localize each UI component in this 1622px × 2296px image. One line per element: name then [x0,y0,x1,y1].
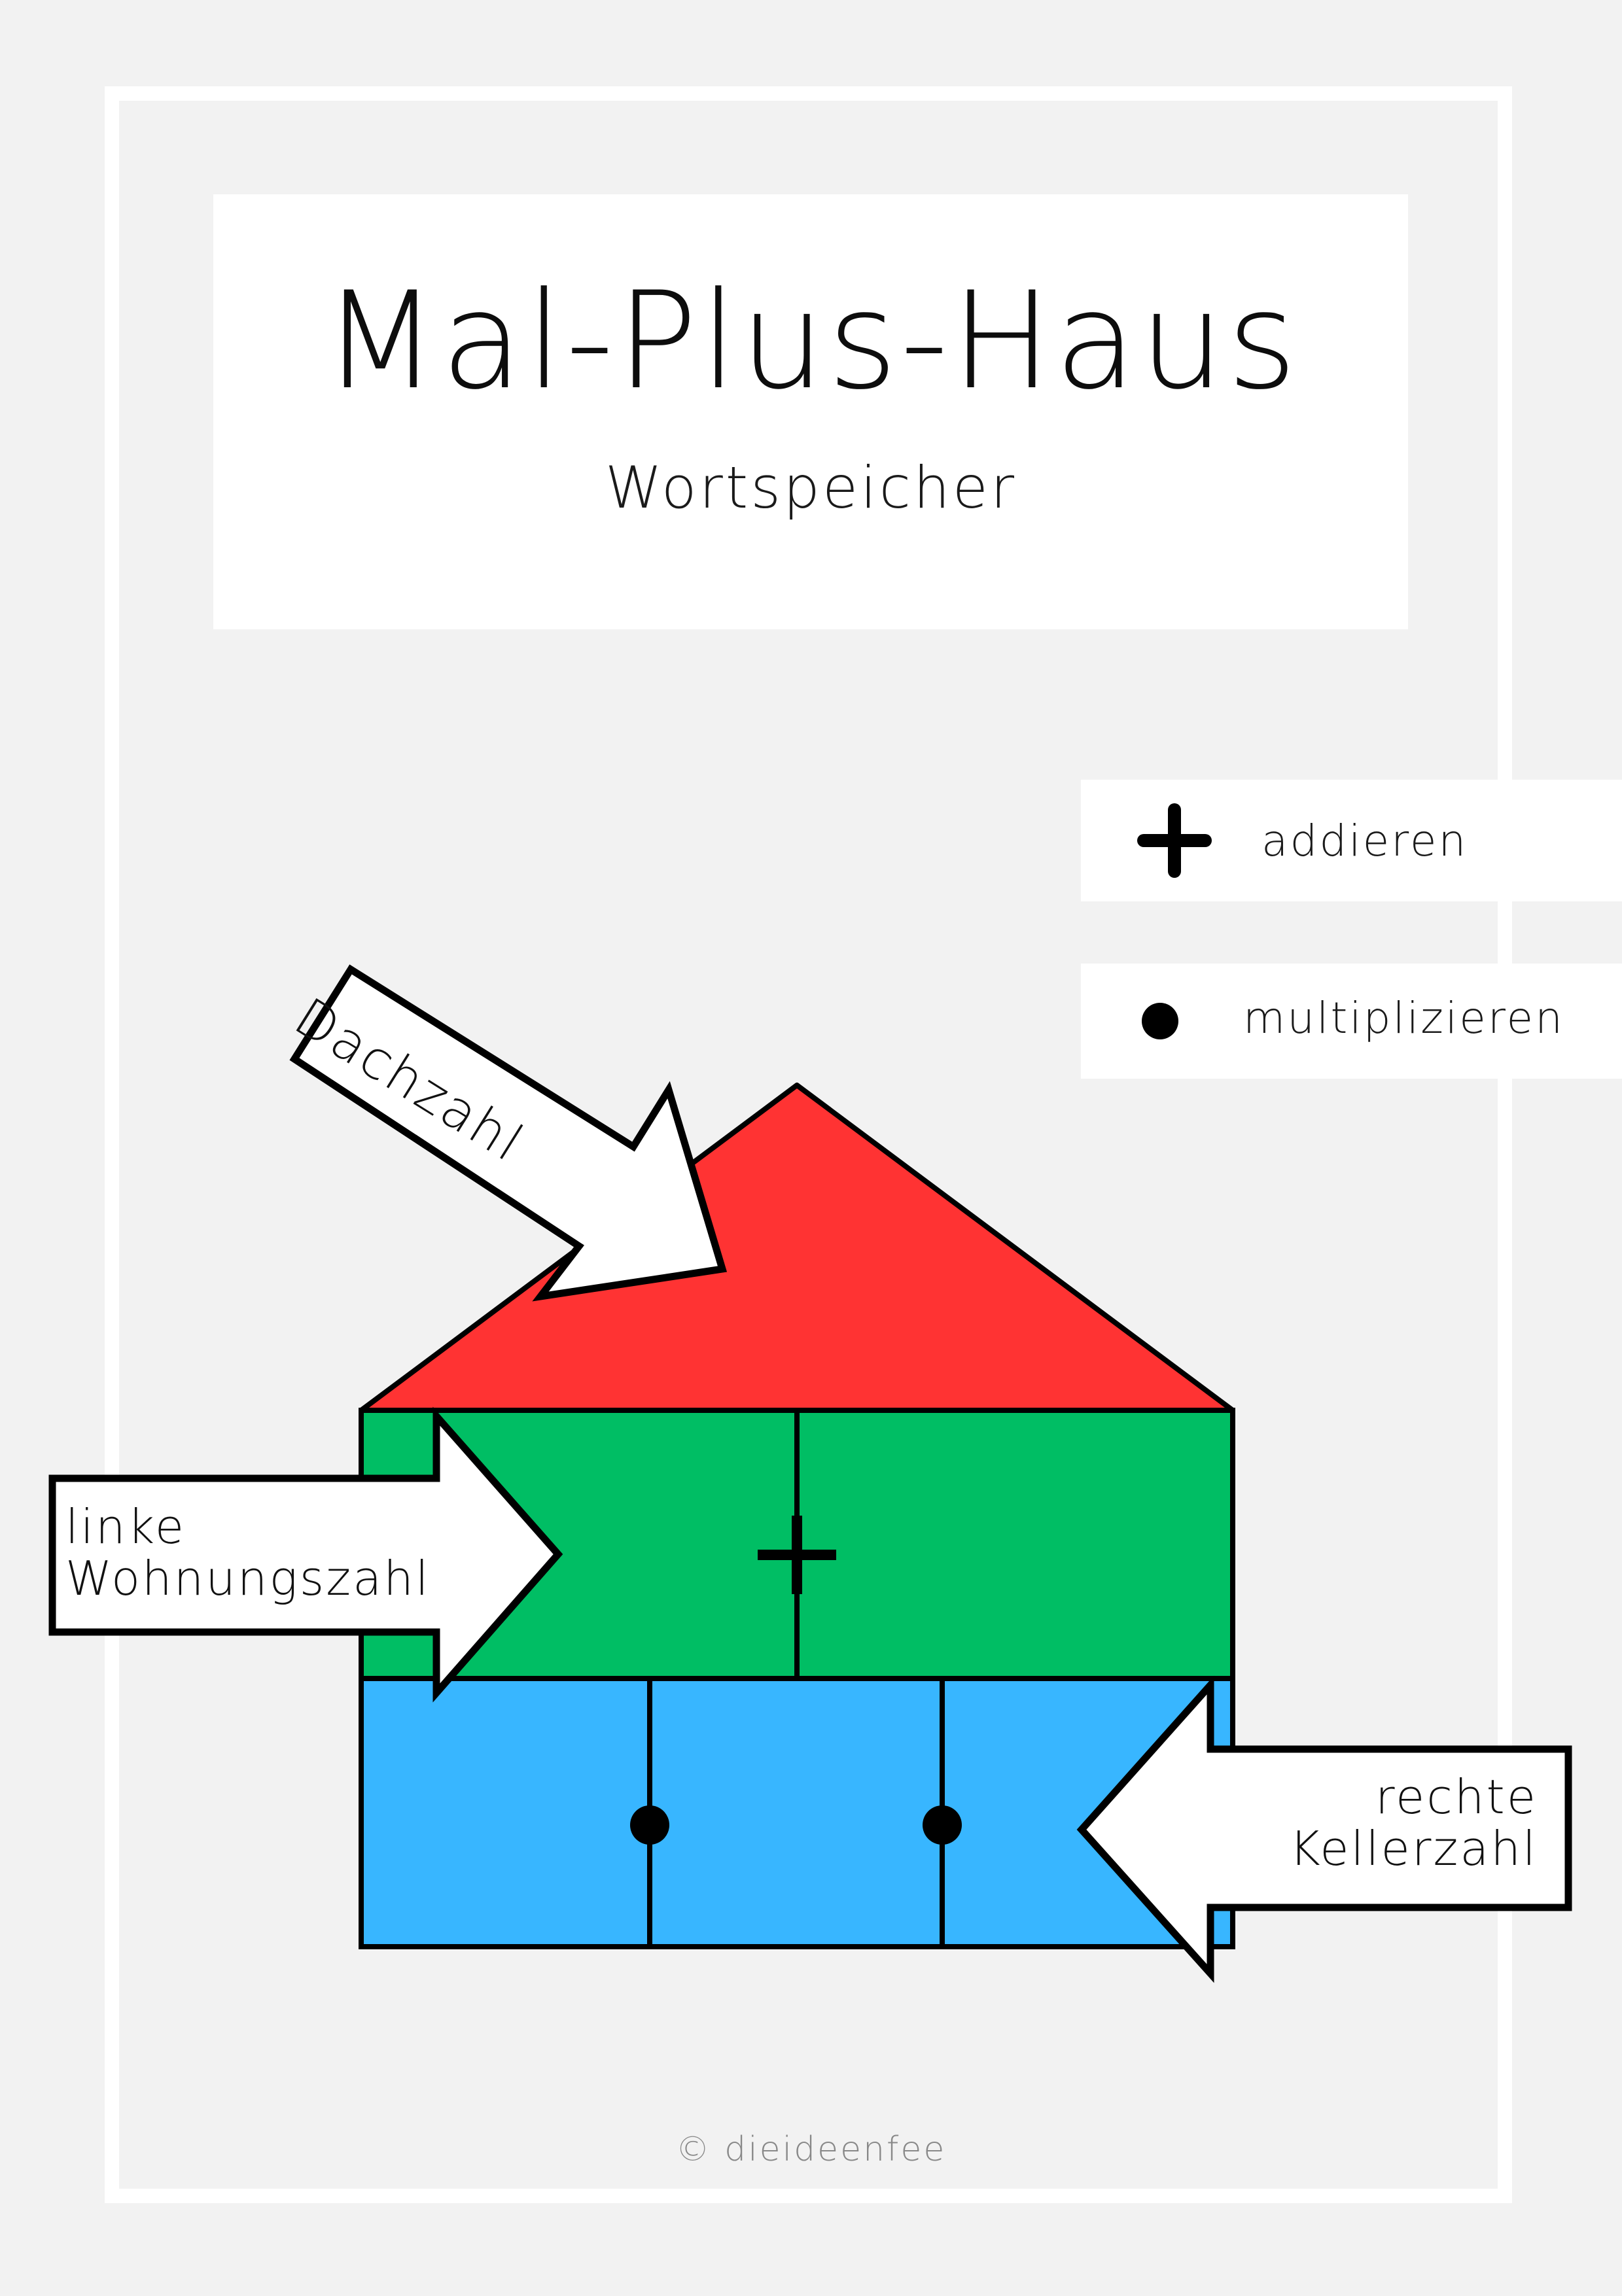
right-label-line1: rechte [1375,1769,1538,1824]
basement-dot-icon-right [923,1805,962,1845]
copyright-footer: © dieideenfee [675,2130,947,2169]
left-label-line1: linke [65,1499,186,1554]
right-basement-number-label: rechte Kellerzahl [1178,1771,1538,1875]
left-apartment-number-label: linke Wohnungszahl [65,1501,431,1605]
page-frame [105,86,1512,2203]
page-title: Mal-Plus-Haus [322,264,1300,419]
floor-plus-icon [758,1516,836,1594]
basement-row [359,1676,1235,1949]
basement-dot-icon-left [630,1805,669,1845]
page-subtitle: Wortspeicher [605,454,1017,521]
right-label-line2: Kellerzahl [1289,1821,1538,1877]
title-box [213,194,1408,629]
roof-arrow [289,964,728,1302]
left-label-line2: Wohnungszahl [65,1551,431,1607]
dot-icon [1142,1003,1178,1039]
right-arrow [1076,1675,1572,1983]
legend-add-label: addieren [1261,816,1468,866]
legend-multiply-label: multiplizieren [1243,993,1564,1043]
plus-icon [1137,803,1212,878]
left-arrow [48,1406,563,1703]
